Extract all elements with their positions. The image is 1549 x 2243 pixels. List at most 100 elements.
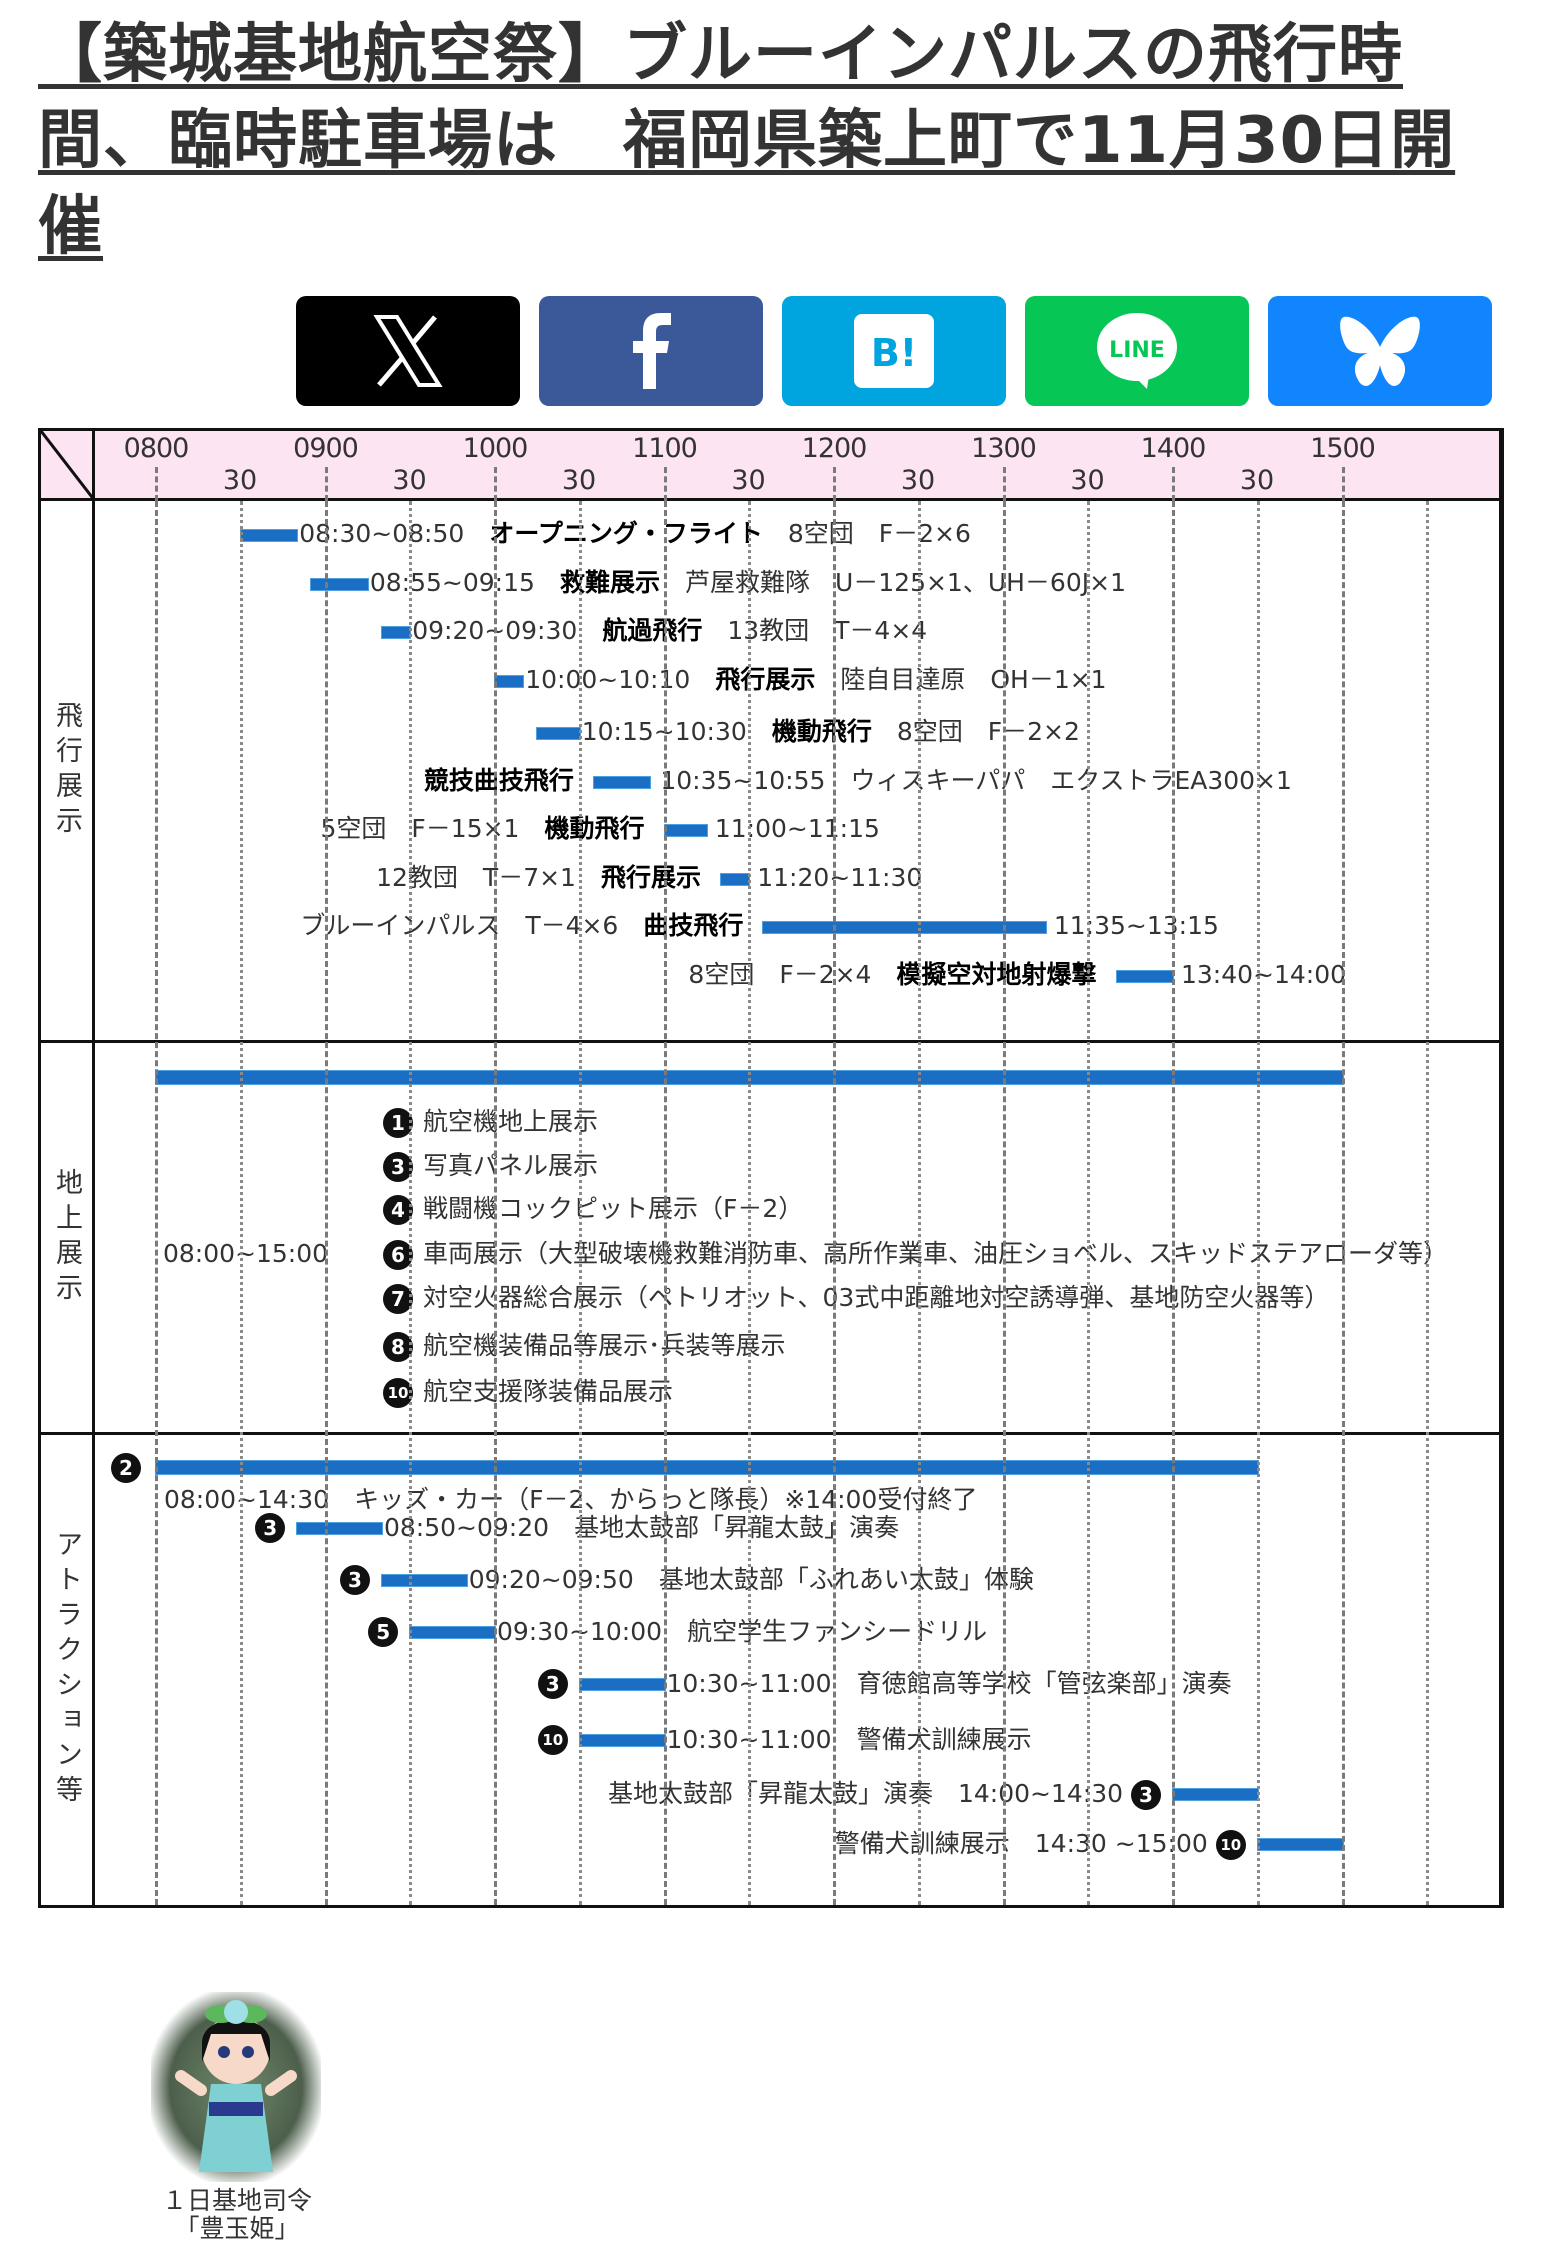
attraction-bar <box>579 1679 665 1690</box>
attraction-bar <box>1173 1789 1258 1800</box>
svg-text:B!: B! <box>871 331 917 375</box>
number-badge-icon: 8 <box>383 1332 413 1362</box>
axis-hour-tick <box>494 467 497 501</box>
axis-half-label: 30 <box>222 465 258 496</box>
axis-hour-tick <box>1002 467 1006 501</box>
flight-detail: 陸自目達原 OH－1×1 <box>840 664 1107 694</box>
share-line-button[interactable]: LINE <box>1025 296 1249 406</box>
flight-time: 11:20~11:30 <box>757 862 923 892</box>
flight-bar <box>763 922 1046 933</box>
flight-time: 11:35~13:15 <box>1053 911 1219 940</box>
attraction-bar <box>297 1523 382 1534</box>
number-badge-icon: 3 <box>255 1513 286 1543</box>
attraction-row-text: 09:30~10:00 航空学生ファンシードリル <box>497 1617 987 1647</box>
share-x-button[interactable] <box>296 296 520 406</box>
attraction-text: 警備犬訓練展示 <box>834 1829 1010 1858</box>
flight-time: 10:35~10:55 <box>660 765 826 795</box>
flight-time: 13:40~14:00 <box>1181 959 1347 989</box>
ground-item-text: 戦闘機コックピット展示（F－2） <box>423 1194 804 1223</box>
ground-item: 3 写真パネル展示 <box>383 1151 598 1182</box>
flight-row-label: 8空団 F－2×4 模擬空対地射爆撃 <box>688 960 1096 990</box>
gridline-half <box>409 501 413 1905</box>
attraction-row-text: 08:50~09:20 基地太鼓部「昇龍太鼓」演奏 <box>384 1513 899 1543</box>
attraction-row-text: 基地太鼓部「昇龍太鼓」演奏 14:00~14:30 3 <box>608 1779 1161 1810</box>
gridline-half <box>1426 501 1430 1905</box>
attraction-time: 08:00~14:30 <box>164 1485 330 1514</box>
share-buttons: B! LINE <box>296 296 1492 406</box>
ground-time: 08:00~15:00 <box>163 1239 329 1268</box>
attraction-text: 育徳館高等学校「管弦楽部」演奏 <box>856 1669 1232 1698</box>
axis-hour-label: 1500 <box>1310 433 1376 464</box>
axis-half-label: 30 <box>731 465 766 496</box>
ground-item-text: 写真パネル展示 <box>423 1151 599 1180</box>
axis-hour-label: 1300 <box>971 433 1037 464</box>
axis-hour-tick <box>155 467 158 501</box>
gridline-hour <box>324 501 328 1905</box>
number-badge-icon: 3 <box>1131 1780 1161 1810</box>
flight-event: 飛行展示 <box>600 862 701 892</box>
number-badge-icon: 3 <box>383 1152 413 1182</box>
x-logo-icon <box>373 315 443 387</box>
article-title[interactable]: 【築城基地航空祭】ブルーインパルスの飛行時間、臨時駐車場は 福岡県築上町で11月… <box>38 18 1456 264</box>
attraction-bar <box>1257 1839 1343 1850</box>
axis-hour-label: 1200 <box>801 433 868 464</box>
attraction-row-text: 09:20~09:50 基地太鼓部「ふれあい太鼓」体験 <box>469 1565 1034 1595</box>
share-facebook-button[interactable] <box>539 296 763 406</box>
flight-time: 10:00~10:10 <box>525 664 691 694</box>
gridline-hour <box>833 501 836 1905</box>
attraction-bar <box>410 1627 495 1638</box>
axis-half-label: 30 <box>900 465 936 496</box>
flight-time: 08:55~09:15 <box>369 567 535 597</box>
flight-bar <box>495 675 524 687</box>
flight-row-text: 10:00~10:10 飛行展示 陸自目達原 OH－1×1 <box>525 665 1106 695</box>
gridline-half <box>917 501 921 1905</box>
share-hatena-button[interactable]: B! <box>782 296 1006 406</box>
svg-text:LINE: LINE <box>1109 338 1165 363</box>
number-badge-icon: 4 <box>383 1195 413 1225</box>
attraction-row-text: 10:30~11:00 警備犬訓練展示 <box>667 1725 1032 1755</box>
share-bluesky-button[interactable] <box>1268 296 1492 406</box>
flight-detail: 8空団 F－2×2 <box>896 717 1080 746</box>
ground-item-text: 車両展示（大型破壊機救難消防車、高所作業車、油圧ショベル、スキッドステアローダ等… <box>423 1239 1449 1268</box>
facebook-icon <box>633 313 671 389</box>
axis-hour-label: 1100 <box>632 433 698 464</box>
flight-detail: 8空団 F－2×6 <box>787 519 971 548</box>
axis-hour-label: 0900 <box>293 433 359 464</box>
number-badge-icon: 2 <box>111 1453 141 1483</box>
number-badge-icon: 10 <box>537 1725 568 1755</box>
axis-half-label: 30 <box>1239 465 1275 496</box>
ground-item-text: 航空機装備品等展示･兵装等展示 <box>423 1331 786 1360</box>
attraction-time: 14:30 ~15:00 <box>1034 1829 1208 1858</box>
axis-hour-tick <box>1341 467 1345 501</box>
attraction-text: 警備犬訓練展示 <box>856 1725 1032 1754</box>
number-badge-icon: 1 <box>383 1108 413 1138</box>
flight-event: 機動飛行 <box>771 717 872 746</box>
flight-bar <box>382 627 411 638</box>
flight-detail: ウィスキーパパ エクストラEA300×1 <box>850 765 1292 795</box>
ground-item-text: 対空火器総合展示（ペトリオット、03式中距離地対空誘導弾、基地防空火器等） <box>423 1283 1330 1312</box>
flight-event: 飛行展示 <box>715 664 816 694</box>
attraction-time: 14:00~14:30 <box>958 1779 1124 1808</box>
gridline-hour <box>155 501 158 1905</box>
axis-hour-tick <box>833 467 836 501</box>
axis-half-label: 30 <box>392 465 427 496</box>
gridline-hour <box>663 501 667 1905</box>
flight-detail: 8空団 F－2×4 <box>688 959 872 989</box>
mascot-character-icon <box>175 2000 297 2172</box>
gridline-half <box>748 501 752 1905</box>
flight-event: 機動飛行 <box>544 814 645 843</box>
attraction-text: 基地太鼓部「昇龍太鼓」演奏 <box>607 1779 933 1808</box>
axis-hour-tick <box>663 467 667 501</box>
attraction-bar <box>579 1735 665 1746</box>
flight-bar <box>311 578 368 590</box>
corner-cell <box>39 430 97 502</box>
flight-bar <box>240 530 298 541</box>
flight-row-text: 08:55~09:15 救難展示 芦屋救難隊 U－125×1、UH－60J×1 <box>370 568 1126 598</box>
number-badge-icon: 3 <box>537 1669 568 1699</box>
flight-time: 11:00~11:15 <box>714 814 880 843</box>
